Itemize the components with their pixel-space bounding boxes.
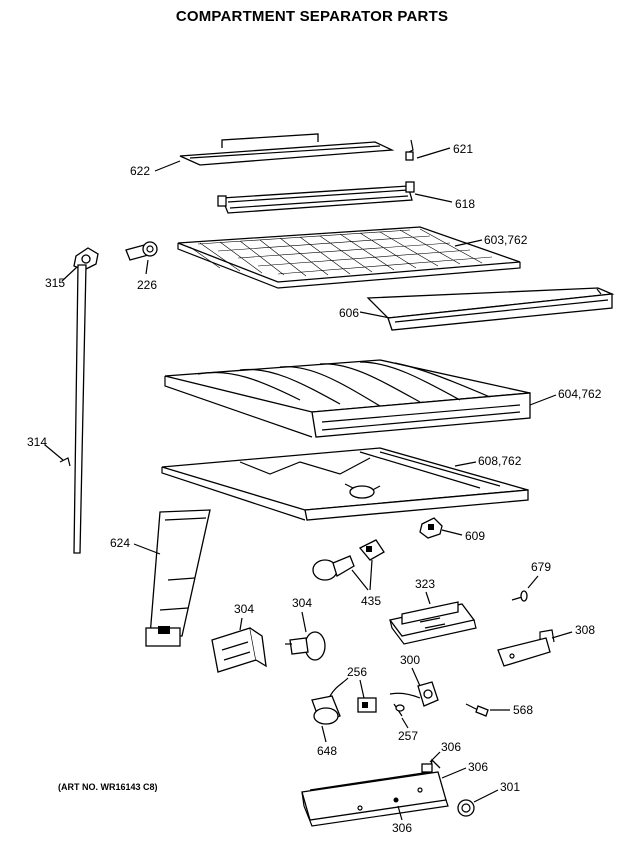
label-606: 606: [339, 306, 359, 320]
label-679: 679: [531, 560, 551, 574]
label-306c: 306: [392, 821, 412, 835]
part-256-switch: [357, 697, 377, 713]
label-226: 226: [137, 278, 157, 292]
part-323-bracket: [388, 601, 477, 645]
label-308: 308: [575, 623, 595, 637]
label-603: 603,762: [484, 233, 528, 247]
part-314-rod: [59, 264, 87, 554]
part-226-pin: [125, 241, 158, 261]
label-257: 257: [398, 729, 418, 743]
part-624-duct: [145, 509, 211, 647]
label-314: 314: [27, 435, 47, 449]
label-604: 604,762: [558, 387, 602, 401]
part-606-trim: [366, 287, 615, 331]
label-621: 621: [453, 142, 473, 156]
part-679-screw: [511, 590, 528, 602]
label-301: 301: [500, 780, 520, 794]
label-622: 622: [130, 164, 150, 178]
part-604-separator: [164, 359, 531, 438]
label-256: 256: [347, 665, 367, 679]
part-618-frame: [217, 181, 415, 214]
label-304a: 304: [234, 602, 254, 616]
art-number: (ART NO. WR16143 C8): [58, 782, 158, 792]
label-306a: 306: [441, 740, 461, 754]
label-300: 300: [400, 653, 420, 667]
part-621: [405, 139, 414, 161]
part-435-bulb: [312, 539, 385, 581]
label-306b: 306: [468, 760, 488, 774]
label-568: 568: [513, 703, 533, 717]
part-609-clip: [419, 517, 443, 539]
part-603-grid-shelf: [177, 226, 521, 289]
label-323: 323: [415, 577, 435, 591]
part-300-thermostat: [389, 681, 439, 707]
label-608: 608,762: [478, 454, 522, 468]
label-609: 609: [465, 529, 485, 543]
part-257-screw: [393, 703, 405, 717]
part-648-motor: [311, 677, 349, 725]
label-618: 618: [455, 197, 475, 211]
label-624: 624: [110, 536, 130, 550]
label-304b: 304: [292, 596, 312, 610]
part-622-cover: [179, 133, 395, 166]
label-315: 315: [45, 276, 65, 290]
part-568-screw: [465, 703, 489, 717]
part-304-knob: [285, 631, 326, 661]
label-648: 648: [317, 744, 337, 758]
part-608-separator: [161, 447, 529, 521]
part-304-control-box: [211, 627, 267, 673]
part-301-knob: [457, 799, 475, 817]
label-435: 435: [361, 594, 381, 608]
part-306-housing: [301, 758, 449, 827]
part-308-plate: [497, 629, 555, 667]
page-title: COMPARTMENT SEPARATOR PARTS: [175, 8, 449, 25]
